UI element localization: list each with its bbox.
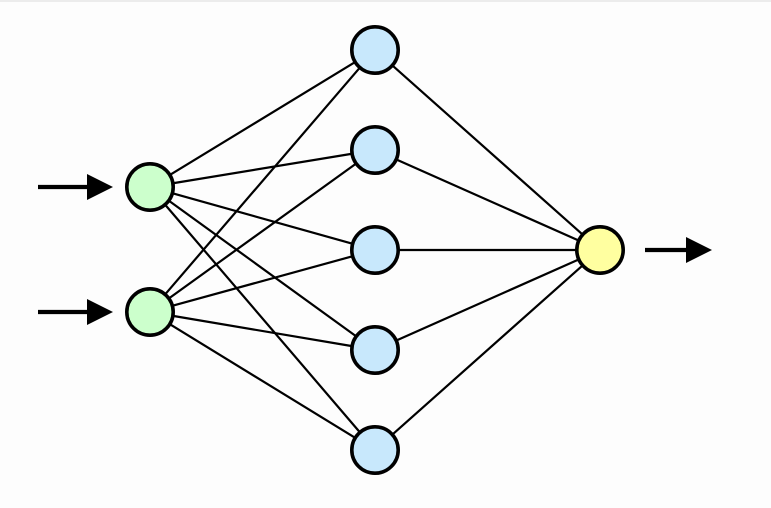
edge-hidden-4-to-output-1 bbox=[395, 258, 580, 342]
output-arrow-head bbox=[686, 237, 712, 263]
edge-input-2-to-hidden-3 bbox=[172, 255, 353, 307]
node-hidden-4[interactable] bbox=[349, 324, 400, 375]
nodes-group bbox=[125, 24, 625, 475]
input-arrow-bottom-icon bbox=[38, 299, 113, 325]
edge-input-2-to-hidden-5 bbox=[169, 323, 356, 439]
edge-input-1-to-hidden-2 bbox=[172, 152, 353, 185]
io-arrows-group bbox=[38, 174, 712, 325]
output-arrow-icon bbox=[645, 237, 712, 263]
node-circle-input-1[interactable] bbox=[125, 162, 176, 213]
edge-hidden-1-to-output-1 bbox=[391, 64, 584, 236]
node-circle-hidden-3[interactable] bbox=[349, 225, 400, 276]
edges-group bbox=[164, 61, 584, 439]
node-circle-hidden-5[interactable] bbox=[349, 424, 400, 475]
node-hidden-3[interactable] bbox=[349, 225, 400, 276]
node-circle-input-2[interactable] bbox=[125, 286, 176, 337]
edge-input-2-to-hidden-4 bbox=[172, 314, 353, 348]
edge-hidden-5-to-output-1 bbox=[391, 264, 584, 436]
node-hidden-5[interactable] bbox=[349, 424, 400, 475]
node-circle-hidden-2[interactable] bbox=[349, 125, 400, 176]
node-circle-hidden-4[interactable] bbox=[349, 324, 400, 375]
node-circle-output-1[interactable] bbox=[574, 225, 625, 276]
node-hidden-2[interactable] bbox=[349, 125, 400, 176]
edge-input-2-to-hidden-2 bbox=[168, 162, 357, 300]
node-circle-hidden-1[interactable] bbox=[349, 24, 400, 76]
edge-input-1-to-hidden-3 bbox=[172, 192, 353, 245]
edge-input-2-to-hidden-1 bbox=[164, 67, 361, 295]
input-arrow-top-icon bbox=[38, 174, 113, 200]
node-input-1[interactable] bbox=[125, 162, 176, 213]
edge-input-1-to-hidden-5 bbox=[164, 204, 361, 433]
node-output-1[interactable] bbox=[574, 225, 625, 276]
edge-input-1-to-hidden-4 bbox=[168, 199, 357, 338]
edge-hidden-2-to-output-1 bbox=[395, 158, 580, 242]
input-arrow-bottom-head bbox=[87, 299, 113, 325]
node-hidden-1[interactable] bbox=[349, 24, 400, 76]
input-arrow-top-head bbox=[87, 174, 113, 200]
node-input-2[interactable] bbox=[125, 286, 176, 337]
edge-input-1-to-hidden-1 bbox=[169, 61, 356, 176]
